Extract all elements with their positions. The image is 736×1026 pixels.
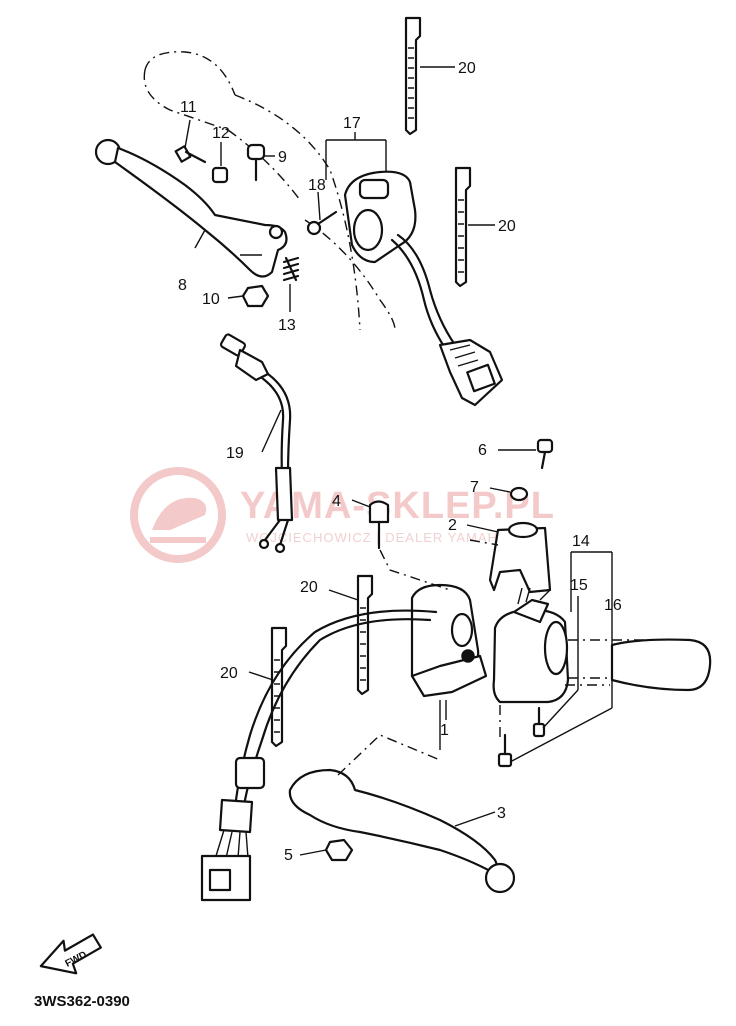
callout-11: 11 <box>180 99 197 116</box>
callout-20-mid: 20 <box>498 218 516 235</box>
callout-9: 9 <box>278 149 287 166</box>
callout-16: 16 <box>604 597 622 614</box>
right-switch-part-14 <box>492 587 570 704</box>
screw-part-6 <box>536 438 554 470</box>
callout-15: 15 <box>570 577 588 594</box>
callout-14: 14 <box>572 533 590 550</box>
watermark: YAMA-SKLEP.PL WOJCIECHOWICZ | DEALER YAM… <box>130 467 554 563</box>
callout-6: 6 <box>478 442 487 459</box>
master-cylinder-part-1 <box>410 583 488 750</box>
left-switch-part-17 <box>343 170 457 350</box>
switch-cable-part-19 <box>219 333 294 554</box>
cable-tie-part-20-center <box>356 574 374 696</box>
callout-18: 18 <box>308 177 326 194</box>
callout-1: 1 <box>440 722 449 739</box>
callout-10: 10 <box>202 291 220 308</box>
watermark-subtitle: WOJCIECHOWICZ | DEALER YAMAHA <box>246 530 508 545</box>
left-switch-connector <box>438 338 504 407</box>
nut-part-5 <box>324 838 354 862</box>
drawing-code: 3WS362-0390 <box>34 993 130 1010</box>
spring-part-13 <box>282 256 300 282</box>
right-switch-harness <box>200 609 438 902</box>
holder-part-2 <box>488 521 552 594</box>
cable-tie-part-20-top <box>404 16 422 136</box>
nut-part-10 <box>241 284 270 308</box>
pivot-bolt-part-9 <box>246 143 266 182</box>
callout-20-lower: 20 <box>220 665 238 682</box>
cable-tie-part-20-mid <box>454 166 472 288</box>
right-grip <box>568 638 712 692</box>
screw-part-15 <box>532 706 546 738</box>
callout-8: 8 <box>178 277 187 294</box>
callout-3: 3 <box>497 805 506 822</box>
left-grip-outline <box>143 51 396 331</box>
forward-arrow-icon: FWD <box>39 933 102 975</box>
screw-part-18 <box>306 210 338 236</box>
brake-lever-part-3 <box>288 768 516 894</box>
nut-part-12 <box>211 166 229 184</box>
callout-13: 13 <box>278 317 296 334</box>
leader-lines <box>184 66 613 856</box>
callout-2: 2 <box>448 517 457 534</box>
callout-20-center: 20 <box>300 579 318 596</box>
callout-17: 17 <box>343 115 361 132</box>
bolt-part-11 <box>174 145 207 164</box>
watermark-logo-icon <box>130 467 226 563</box>
assembly-center-lines <box>337 539 610 776</box>
callout-12: 12 <box>212 125 230 142</box>
cable-tie-part-20-lower <box>270 626 288 748</box>
washer-part-7 <box>509 486 529 502</box>
callout-19: 19 <box>226 445 244 462</box>
clutch-lever-part-8 <box>94 138 288 278</box>
screw-part-16 <box>497 733 513 768</box>
callout-5: 5 <box>284 847 293 864</box>
bolt-part-4 <box>368 500 390 550</box>
callout-20-top: 20 <box>458 60 476 77</box>
callout-7: 7 <box>470 479 479 496</box>
callout-4: 4 <box>332 493 341 510</box>
callout-labels: 1 2 3 4 5 6 7 8 9 10 11 12 13 14 15 16 1… <box>178 60 622 864</box>
